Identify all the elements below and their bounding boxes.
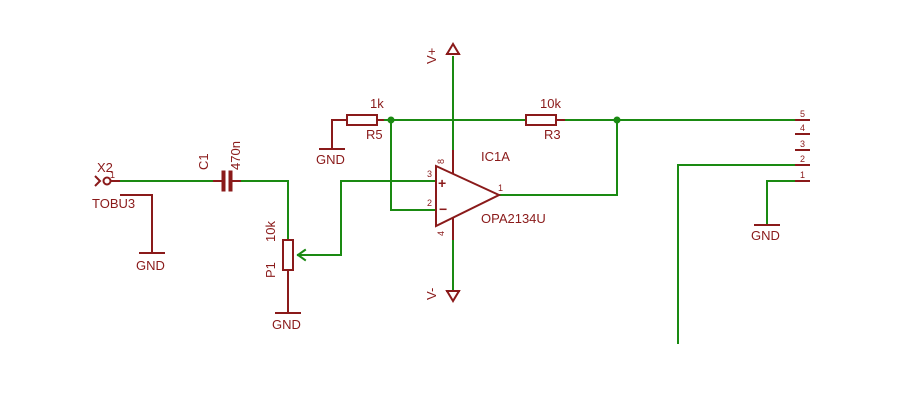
wire-node-to-minus bbox=[390, 119, 436, 211]
wire-wiper-to-plus bbox=[297, 180, 436, 256]
gnd-label-x2: GND bbox=[136, 258, 165, 273]
vminus-label: V- bbox=[424, 288, 439, 300]
r5-lead-left bbox=[331, 119, 347, 148]
gnd-label-connector: GND bbox=[751, 228, 780, 243]
jack-x2: X2 1 TOBU3 bbox=[92, 160, 153, 252]
connector-pin-4: 4 bbox=[800, 123, 805, 133]
connector: 5 4 3 2 1 bbox=[795, 109, 810, 182]
opamp-name: IC1A bbox=[481, 149, 510, 164]
p1-wiper-arrow-icon bbox=[296, 248, 307, 262]
resistor-r3: 10k R3 bbox=[525, 96, 565, 142]
c1-name: C1 bbox=[196, 153, 211, 170]
r3-body-icon bbox=[525, 114, 557, 126]
p1-name: P1 bbox=[263, 262, 278, 278]
r5-value: 1k bbox=[370, 96, 384, 111]
wire-output-feedback bbox=[498, 119, 618, 196]
ground-symbol-x2: GND bbox=[136, 252, 165, 273]
vplus-label: V+ bbox=[424, 48, 439, 64]
opamp-triangle-icon bbox=[435, 164, 502, 228]
opamp-value: OPA2134U bbox=[481, 211, 546, 226]
c1-value: 470n bbox=[228, 141, 243, 170]
wires bbox=[119, 56, 801, 344]
resistor-r5: 1k R5 bbox=[331, 96, 384, 148]
supply-vplus: V+ bbox=[424, 42, 461, 64]
vplus-arrow-icon bbox=[445, 42, 461, 55]
r5-name: R5 bbox=[366, 127, 383, 142]
wire-gnd-to-connector-pin1 bbox=[766, 180, 801, 225]
wire-to-connector-pin2 bbox=[677, 164, 801, 344]
opamp-ic1a: + − 3 2 1 8 4 IC1A OPA2134U bbox=[427, 149, 546, 240]
r3-value: 10k bbox=[540, 96, 561, 111]
capacitor-c1: C1 470n bbox=[196, 141, 243, 192]
connector-pin-5: 5 bbox=[800, 109, 805, 119]
jack-ground-lead bbox=[120, 194, 153, 252]
junction-dot-output-node bbox=[613, 116, 621, 124]
supply-vminus: V- bbox=[424, 288, 461, 303]
junction-dot-r5-node bbox=[387, 116, 395, 124]
vminus-arrow-icon bbox=[445, 290, 461, 303]
opamp-pin-minus: 2 bbox=[427, 198, 432, 208]
p1-body-icon bbox=[282, 239, 294, 271]
opamp-pin-vplus: 8 bbox=[436, 159, 446, 164]
r5-body-icon bbox=[346, 114, 378, 126]
p1-value: 10k bbox=[263, 221, 278, 242]
ground-symbol-connector: GND bbox=[751, 224, 780, 243]
ground-symbol-p1: GND bbox=[272, 312, 301, 332]
ground-symbol-r5: GND bbox=[316, 148, 345, 167]
c1-plate-right-icon bbox=[228, 170, 233, 192]
gnd-label-r5: GND bbox=[316, 152, 345, 167]
connector-pin-1: 1 bbox=[800, 170, 805, 180]
jack-chevron-icon bbox=[94, 175, 102, 187]
potentiometer-p1: 10k P1 bbox=[263, 221, 307, 312]
x2-pin-number: 1 bbox=[110, 170, 115, 180]
connector-pin-2: 2 bbox=[800, 154, 805, 164]
c1-plate-left-icon bbox=[221, 170, 226, 192]
opamp-pin-vminus: 4 bbox=[436, 231, 446, 236]
x2-value: TOBU3 bbox=[92, 196, 135, 211]
connector-pin-3: 3 bbox=[800, 139, 805, 149]
x2-name: X2 bbox=[97, 160, 113, 175]
wire-c1-to-p1 bbox=[240, 180, 289, 241]
opamp-minus-sign: − bbox=[439, 201, 447, 217]
r3-name: R3 bbox=[544, 127, 561, 142]
opamp-plus-sign: + bbox=[438, 175, 446, 191]
opamp-pin-out: 1 bbox=[498, 183, 503, 193]
opamp-pin-plus: 3 bbox=[427, 169, 432, 179]
gnd-label-p1: GND bbox=[272, 317, 301, 332]
